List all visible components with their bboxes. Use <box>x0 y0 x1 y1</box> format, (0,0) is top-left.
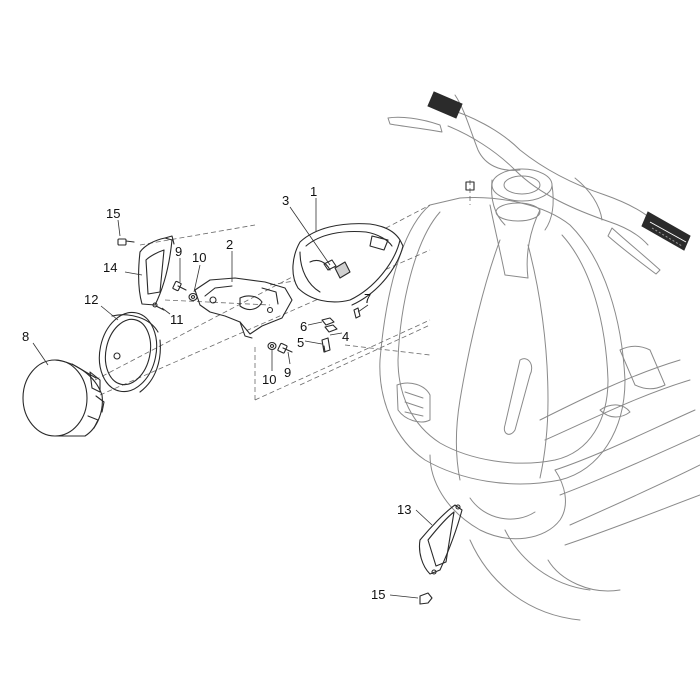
left-grip <box>427 91 463 119</box>
callout-10-upper: 10 <box>192 250 206 265</box>
callout-7: 7 <box>364 291 371 306</box>
leader-lines <box>32 198 433 599</box>
bolt-9-upper <box>172 280 187 292</box>
callout-10-lower: 10 <box>262 372 276 387</box>
screw-steering-column <box>465 181 475 191</box>
washer-10-lower <box>267 341 277 351</box>
assembly-guide-lines <box>94 180 471 401</box>
screw-15-upper <box>117 238 135 246</box>
screw-7 <box>353 307 361 319</box>
callout-14: 14 <box>103 260 117 275</box>
right-brake-lever <box>607 227 661 275</box>
front-indicator <box>138 235 175 306</box>
clip-3 <box>323 259 337 271</box>
callout-4: 4 <box>342 329 349 344</box>
washer-10-upper <box>188 292 198 302</box>
callout-2: 2 <box>226 237 233 252</box>
headlamp-unit <box>22 359 105 437</box>
callout-9-lower: 9 <box>284 365 291 380</box>
callout-8: 8 <box>22 329 29 344</box>
bolt-5 <box>321 337 331 353</box>
callout-1: 1 <box>310 184 317 199</box>
callout-3: 3 <box>282 193 289 208</box>
bolt-9-lower <box>277 342 293 354</box>
callout-6: 6 <box>300 319 307 334</box>
callout-15-upper: 15 <box>106 206 120 221</box>
headlamp-rim <box>98 311 161 393</box>
left-brake-lever <box>387 116 443 133</box>
headlamp-bracket <box>194 277 293 339</box>
callout-9-upper: 9 <box>175 244 182 259</box>
nut-15-lower <box>419 592 433 605</box>
lower-indicator-13 <box>418 504 463 575</box>
screw-11 <box>152 302 165 311</box>
scooter-front-outline <box>379 94 700 621</box>
callout-12: 12 <box>84 292 98 307</box>
nuts-6 <box>321 317 338 333</box>
callout-11: 11 <box>170 312 184 327</box>
headlamp-housing <box>292 223 404 306</box>
callout-13: 13 <box>397 502 411 517</box>
callout-5: 5 <box>297 335 304 350</box>
callout-15-lower: 15 <box>371 587 385 602</box>
